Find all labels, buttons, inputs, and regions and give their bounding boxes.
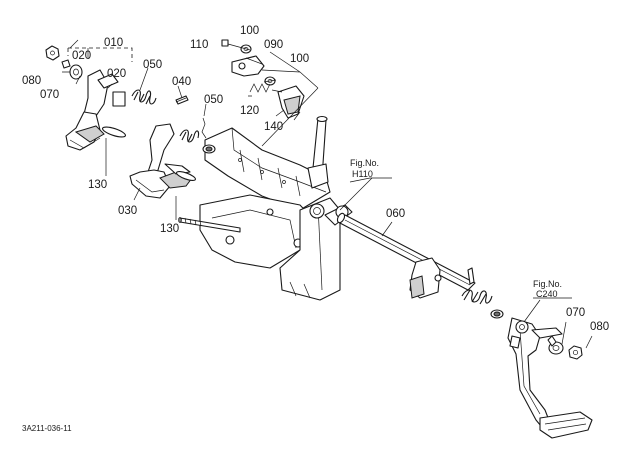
part-labels: 010 020 020 080 070 050 040 050 100 110 …: [22, 25, 609, 333]
fig-ref-c240-title: Fig.No.: [533, 279, 562, 289]
label-100-a: 100: [240, 25, 259, 37]
label-050-a: 050: [143, 59, 162, 71]
label-090: 090: [264, 39, 283, 51]
left-pedal-upper: [45, 45, 127, 151]
drawing-code: 3A211-036-11: [22, 424, 72, 433]
label-130-b: 130: [160, 223, 179, 235]
label-140: 140: [264, 121, 283, 133]
label-080-a: 080: [22, 75, 41, 87]
label-030: 030: [118, 205, 137, 217]
label-020-a: 020: [72, 50, 91, 62]
label-110: 110: [190, 39, 208, 51]
pedal-bracket: [178, 115, 353, 301]
label-020-b: 020: [107, 68, 126, 80]
figure-reference-c240: Fig.No. C240: [533, 279, 562, 299]
label-060: 060: [386, 208, 405, 220]
label-070-b: 070: [566, 307, 585, 319]
label-120: 120: [240, 105, 259, 117]
upper-linkage: [221, 39, 305, 119]
pedal-shaft: [336, 212, 476, 299]
left-pedal-030: [129, 123, 197, 199]
label-080-b: 080: [590, 321, 609, 333]
leader-lines: [62, 39, 593, 349]
label-040: 040: [172, 76, 191, 88]
label-100-b: 100: [290, 53, 309, 65]
fig-ref-c240-number: C240: [536, 289, 558, 299]
label-050-b: 050: [204, 94, 223, 106]
figure-reference-h110: Fig.No. H110: [350, 158, 379, 179]
fig-ref-h110-title: Fig.No.: [350, 158, 379, 168]
label-010: 010: [104, 37, 123, 49]
label-130-a: 130: [88, 179, 107, 191]
label-070-a: 070: [40, 89, 59, 101]
fig-ref-h110-number: H110: [352, 169, 373, 179]
springs-and-pins: [131, 89, 216, 154]
right-pedal-assembly: [461, 289, 593, 439]
